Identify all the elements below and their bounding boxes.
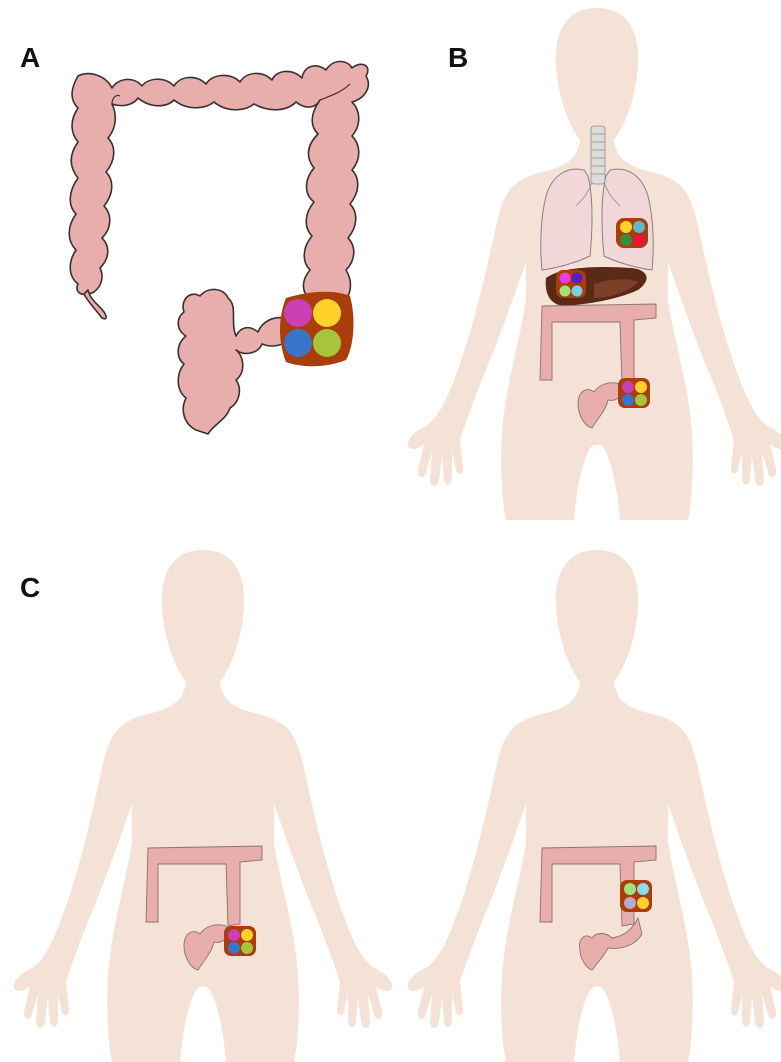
- organs-c-left: [8, 542, 398, 1062]
- colon-small: [540, 304, 656, 428]
- organs-b: [402, 0, 781, 520]
- colon-anatomy-icon: [0, 0, 400, 450]
- lung-metastasis: [616, 218, 648, 248]
- colon-tumor-b: [618, 378, 650, 408]
- colon-tumor-c-left: [224, 926, 256, 956]
- colon-tumor-c-right: [620, 880, 652, 912]
- tumor-clone-cluster-icon: [280, 292, 353, 367]
- liver-icon: [546, 267, 647, 306]
- organs-c-right: [402, 542, 781, 1062]
